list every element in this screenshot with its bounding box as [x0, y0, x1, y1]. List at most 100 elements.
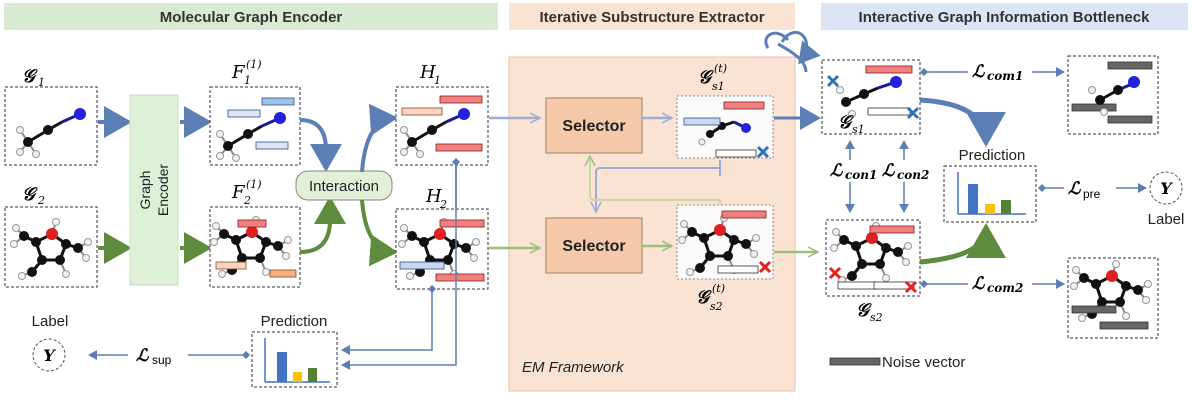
- gs2-sub: s2: [710, 300, 723, 313]
- arrow-interaction-h1: [360, 103, 398, 173]
- loss-com2-bg: [968, 272, 1032, 294]
- gs2-vector-b: [717, 265, 759, 274]
- gs2-vector-a: [721, 210, 767, 219]
- em-framework-label: EM Framework: [522, 359, 625, 376]
- gs1-final-cross-right-icon: [906, 106, 920, 120]
- label-right-symbol: Y: [1160, 179, 1173, 198]
- complement1-content: [1071, 61, 1153, 124]
- selector-bottom: [545, 217, 643, 274]
- header-extractor-bg: [509, 3, 795, 30]
- gs1-vector-b: [723, 101, 765, 110]
- gs1-symbol: 𝒢: [698, 67, 714, 88]
- graph-encoder-box: [129, 94, 179, 286]
- g2-symbol: 𝒢: [22, 184, 38, 205]
- header-encoder: Molecular Graph Encoder: [160, 9, 343, 26]
- header-bottleneck-bg: [821, 3, 1188, 30]
- header-bottleneck: Interactive Graph Information Bottleneck: [859, 9, 1151, 26]
- graph-encoder-line1: Graph: [137, 171, 153, 210]
- loss-pre-L: ℒ: [1068, 179, 1081, 199]
- loss-con2-bg: [880, 160, 926, 182]
- loss-con1-L: ℒ: [830, 161, 843, 181]
- gs2-final-symbol: 𝒢: [856, 300, 872, 321]
- gs2-final-cross-left-icon: [828, 266, 842, 280]
- label-left-symbol: Y: [43, 346, 56, 365]
- label-right-circle: [1149, 171, 1183, 205]
- loss-con2-sub: con2: [897, 168, 929, 182]
- gs1-vector-a: [683, 117, 721, 126]
- gs2-final-sub: s2: [870, 311, 883, 324]
- g2-sub: 2: [37, 194, 45, 207]
- g1-sub: 1: [38, 76, 45, 89]
- loss-com2-sub: com2: [987, 281, 1023, 295]
- loss-sup-bg: [128, 343, 188, 365]
- g1-symbol: 𝒢: [22, 66, 38, 87]
- feedback-gs2-selector: [590, 156, 720, 201]
- gs2-final-vector-a: [869, 225, 915, 234]
- label-left-text: Label: [32, 313, 69, 330]
- gs1-final-vector-a: [865, 65, 913, 74]
- gs1-final-symbol: 𝒢: [838, 112, 854, 133]
- loss-con2-L: ℒ: [882, 161, 895, 181]
- selector-bottom-label: Selector: [562, 238, 625, 255]
- arrow-f1-interaction: [299, 118, 342, 172]
- f2-sup: (1): [246, 178, 262, 191]
- complement2-vectors: [1071, 305, 1149, 330]
- gs1-final-sub: s1: [852, 123, 865, 136]
- f2-symbol: F: [231, 182, 246, 203]
- molecule-gs1-final: [836, 76, 902, 118]
- f1-sup: (1): [246, 58, 262, 71]
- arrow-h1-prediction: [341, 158, 460, 370]
- f1-symbol: F: [231, 62, 246, 83]
- gs1-sub: s1: [712, 80, 725, 93]
- arrow-h2-prediction: [341, 285, 436, 355]
- loss-sup-L: ℒ: [136, 346, 149, 366]
- loss-com1-bg: [968, 60, 1032, 82]
- prediction-left-chart: [264, 338, 330, 383]
- feedback-gs1-selector: [596, 167, 720, 212]
- arrow-gs1-prediction: [919, 97, 1006, 147]
- prediction-left-label: Prediction: [261, 313, 328, 330]
- loss-pre-sub: pre: [1083, 187, 1101, 201]
- h1-symbol: H: [419, 62, 436, 83]
- loss-sup-sub: sup: [152, 353, 172, 367]
- interaction-label: Interaction: [309, 178, 379, 195]
- header-encoder-bg: [4, 3, 498, 30]
- loss-con1-sub: con1: [845, 168, 877, 182]
- label-right-text: Label: [1148, 211, 1185, 228]
- gs2-symbol: 𝒢: [696, 287, 712, 308]
- f2-sub: 2: [243, 194, 251, 207]
- gs1-final-cross-left-icon: [826, 74, 840, 88]
- gs1-cross-icon: [756, 145, 770, 159]
- loss-com2-L: ℒ: [972, 274, 985, 294]
- f2-vectors: [215, 219, 297, 278]
- prediction-right-label: Prediction: [959, 147, 1026, 164]
- arrow-f2-interaction: [299, 196, 346, 254]
- gs2-final-vector-b: [837, 281, 879, 290]
- h1-vectors: [401, 95, 483, 152]
- gs1-sup: (t): [714, 62, 727, 75]
- gs2-cross-icon: [758, 260, 772, 274]
- loss-com1-L: ℒ: [972, 62, 985, 82]
- noise-vector-label: Noise vector: [882, 354, 965, 371]
- gs1-final-vector-b: [867, 107, 911, 116]
- label-left-circle: [32, 338, 66, 372]
- gs2-final-cross-right-icon: [904, 280, 918, 294]
- selector-top-label: Selector: [562, 118, 625, 135]
- noise-vector-swatch: [829, 357, 881, 366]
- loss-con1-bg: [828, 160, 872, 182]
- prediction-right-chart: [957, 172, 1026, 215]
- graph-encoder-line2: Encoder: [155, 164, 171, 216]
- arrow-interaction-h2: [360, 199, 398, 267]
- gs1-vector-c: [715, 149, 757, 158]
- f1-vectors: [227, 97, 295, 150]
- selector-top: [545, 97, 643, 154]
- loss-pre-bg: [1064, 176, 1116, 198]
- molecule-gs1: [698, 120, 751, 146]
- header-extractor: Iterative Substructure Extractor: [539, 9, 764, 26]
- loss-com1-sub: com1: [987, 69, 1023, 83]
- gs2-sup: (t): [712, 282, 725, 295]
- arrow-gs2-prediction: [919, 223, 1006, 265]
- iteration-loop-icon: [780, 30, 821, 65]
- f1-sub: 1: [244, 74, 251, 87]
